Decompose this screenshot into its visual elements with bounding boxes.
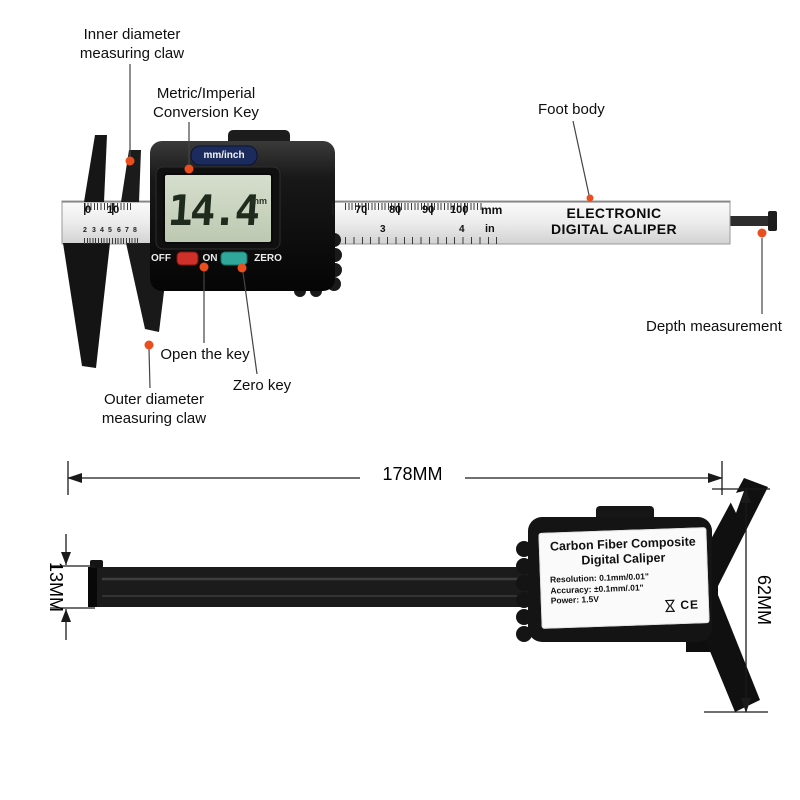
dot-foot-body <box>586 194 594 202</box>
inch-tenth-number: 5 <box>108 227 112 234</box>
dot-open-key <box>199 262 209 272</box>
dimension-length: 178MM <box>360 464 465 485</box>
on-key-label: ON <box>202 253 218 264</box>
label-zero-key: Zero key <box>232 377 292 394</box>
inch-ticks-right <box>345 237 500 244</box>
inch-tenth-number: 8 <box>133 227 137 234</box>
inner-jaw-fixed <box>84 135 107 202</box>
dot-inner-claw <box>125 156 135 166</box>
zero-key-label: ZERO <box>254 253 282 264</box>
mm-scale-number: 0 <box>85 204 92 216</box>
label-inner-diameter-claw: Inner diameter measuring claw <box>79 26 185 62</box>
dot-conversion-key <box>184 164 194 174</box>
label-foot-body: Foot body <box>538 101 605 118</box>
inch-tenth-number: 4 <box>100 227 104 234</box>
mm-scale-number: 90 <box>422 204 435 216</box>
inch-scale-number: 4 <box>459 224 465 235</box>
inch-tenth-number: 7 <box>125 227 129 234</box>
inch-ticks-left <box>84 238 140 244</box>
label-conversion-key: Metric/Imperial Conversion Key <box>153 85 259 121</box>
mm-scale-number: 10 <box>107 204 120 216</box>
depth-rod-tip <box>768 211 777 231</box>
inch-unit-label: in <box>485 223 495 235</box>
hourglass-icon <box>665 599 676 612</box>
dot-depth <box>757 228 767 238</box>
label-open-key: Open the key <box>160 346 250 363</box>
mm-inch-key-label[interactable]: mm/inch <box>203 150 245 161</box>
mm-scale-number: 80 <box>389 204 402 216</box>
inner-jaw-movable <box>121 150 141 202</box>
outer-jaw-fixed <box>63 243 110 368</box>
mm-inch-button[interactable] <box>190 145 258 166</box>
brand-line-2: DIGITAL CALIPER <box>550 221 678 237</box>
callout-lines <box>129 64 763 389</box>
off-key-label: OFF <box>151 253 171 264</box>
beam-brand-text: ELECTRONIC DIGITAL CALIPER <box>536 205 692 237</box>
mm-scale-number: 70 <box>355 204 368 216</box>
zero-button[interactable] <box>220 251 248 266</box>
mm-unit-label: mm <box>481 203 503 217</box>
caliper-front-view <box>61 130 777 368</box>
dimension-body-height: 62MM <box>754 574 774 625</box>
mm-ticks-major-right <box>332 203 483 215</box>
product-label: Carbon Fiber Composite Digital Caliper R… <box>538 527 710 629</box>
callout-dots <box>125 156 767 350</box>
mm-ticks-major-left <box>84 203 131 215</box>
ce-mark: CE <box>680 597 700 613</box>
label-outer-diameter-claw: Outer diameter measuring claw <box>101 391 207 427</box>
dot-outer-claw <box>144 340 154 350</box>
label-depth-measurement: Depth measurement <box>646 318 782 335</box>
power-button[interactable] <box>176 251 199 266</box>
brand-line-1: ELECTRONIC <box>566 205 662 221</box>
depth-rod <box>728 216 772 226</box>
mm-scale-number: 100 <box>450 204 469 216</box>
inch-tenth-number: 3 <box>92 227 96 234</box>
dimension-beam-height: 13MM <box>46 561 66 612</box>
lcd-screen <box>163 173 273 244</box>
inch-scale-number: 3 <box>380 224 386 235</box>
inch-tenth-number: 2 <box>83 227 87 234</box>
dot-zero-key <box>237 263 247 273</box>
inch-tenth-number: 6 <box>117 227 121 234</box>
lcd-unit: mm <box>251 196 268 206</box>
lcd-value: 14.4 <box>166 186 259 235</box>
